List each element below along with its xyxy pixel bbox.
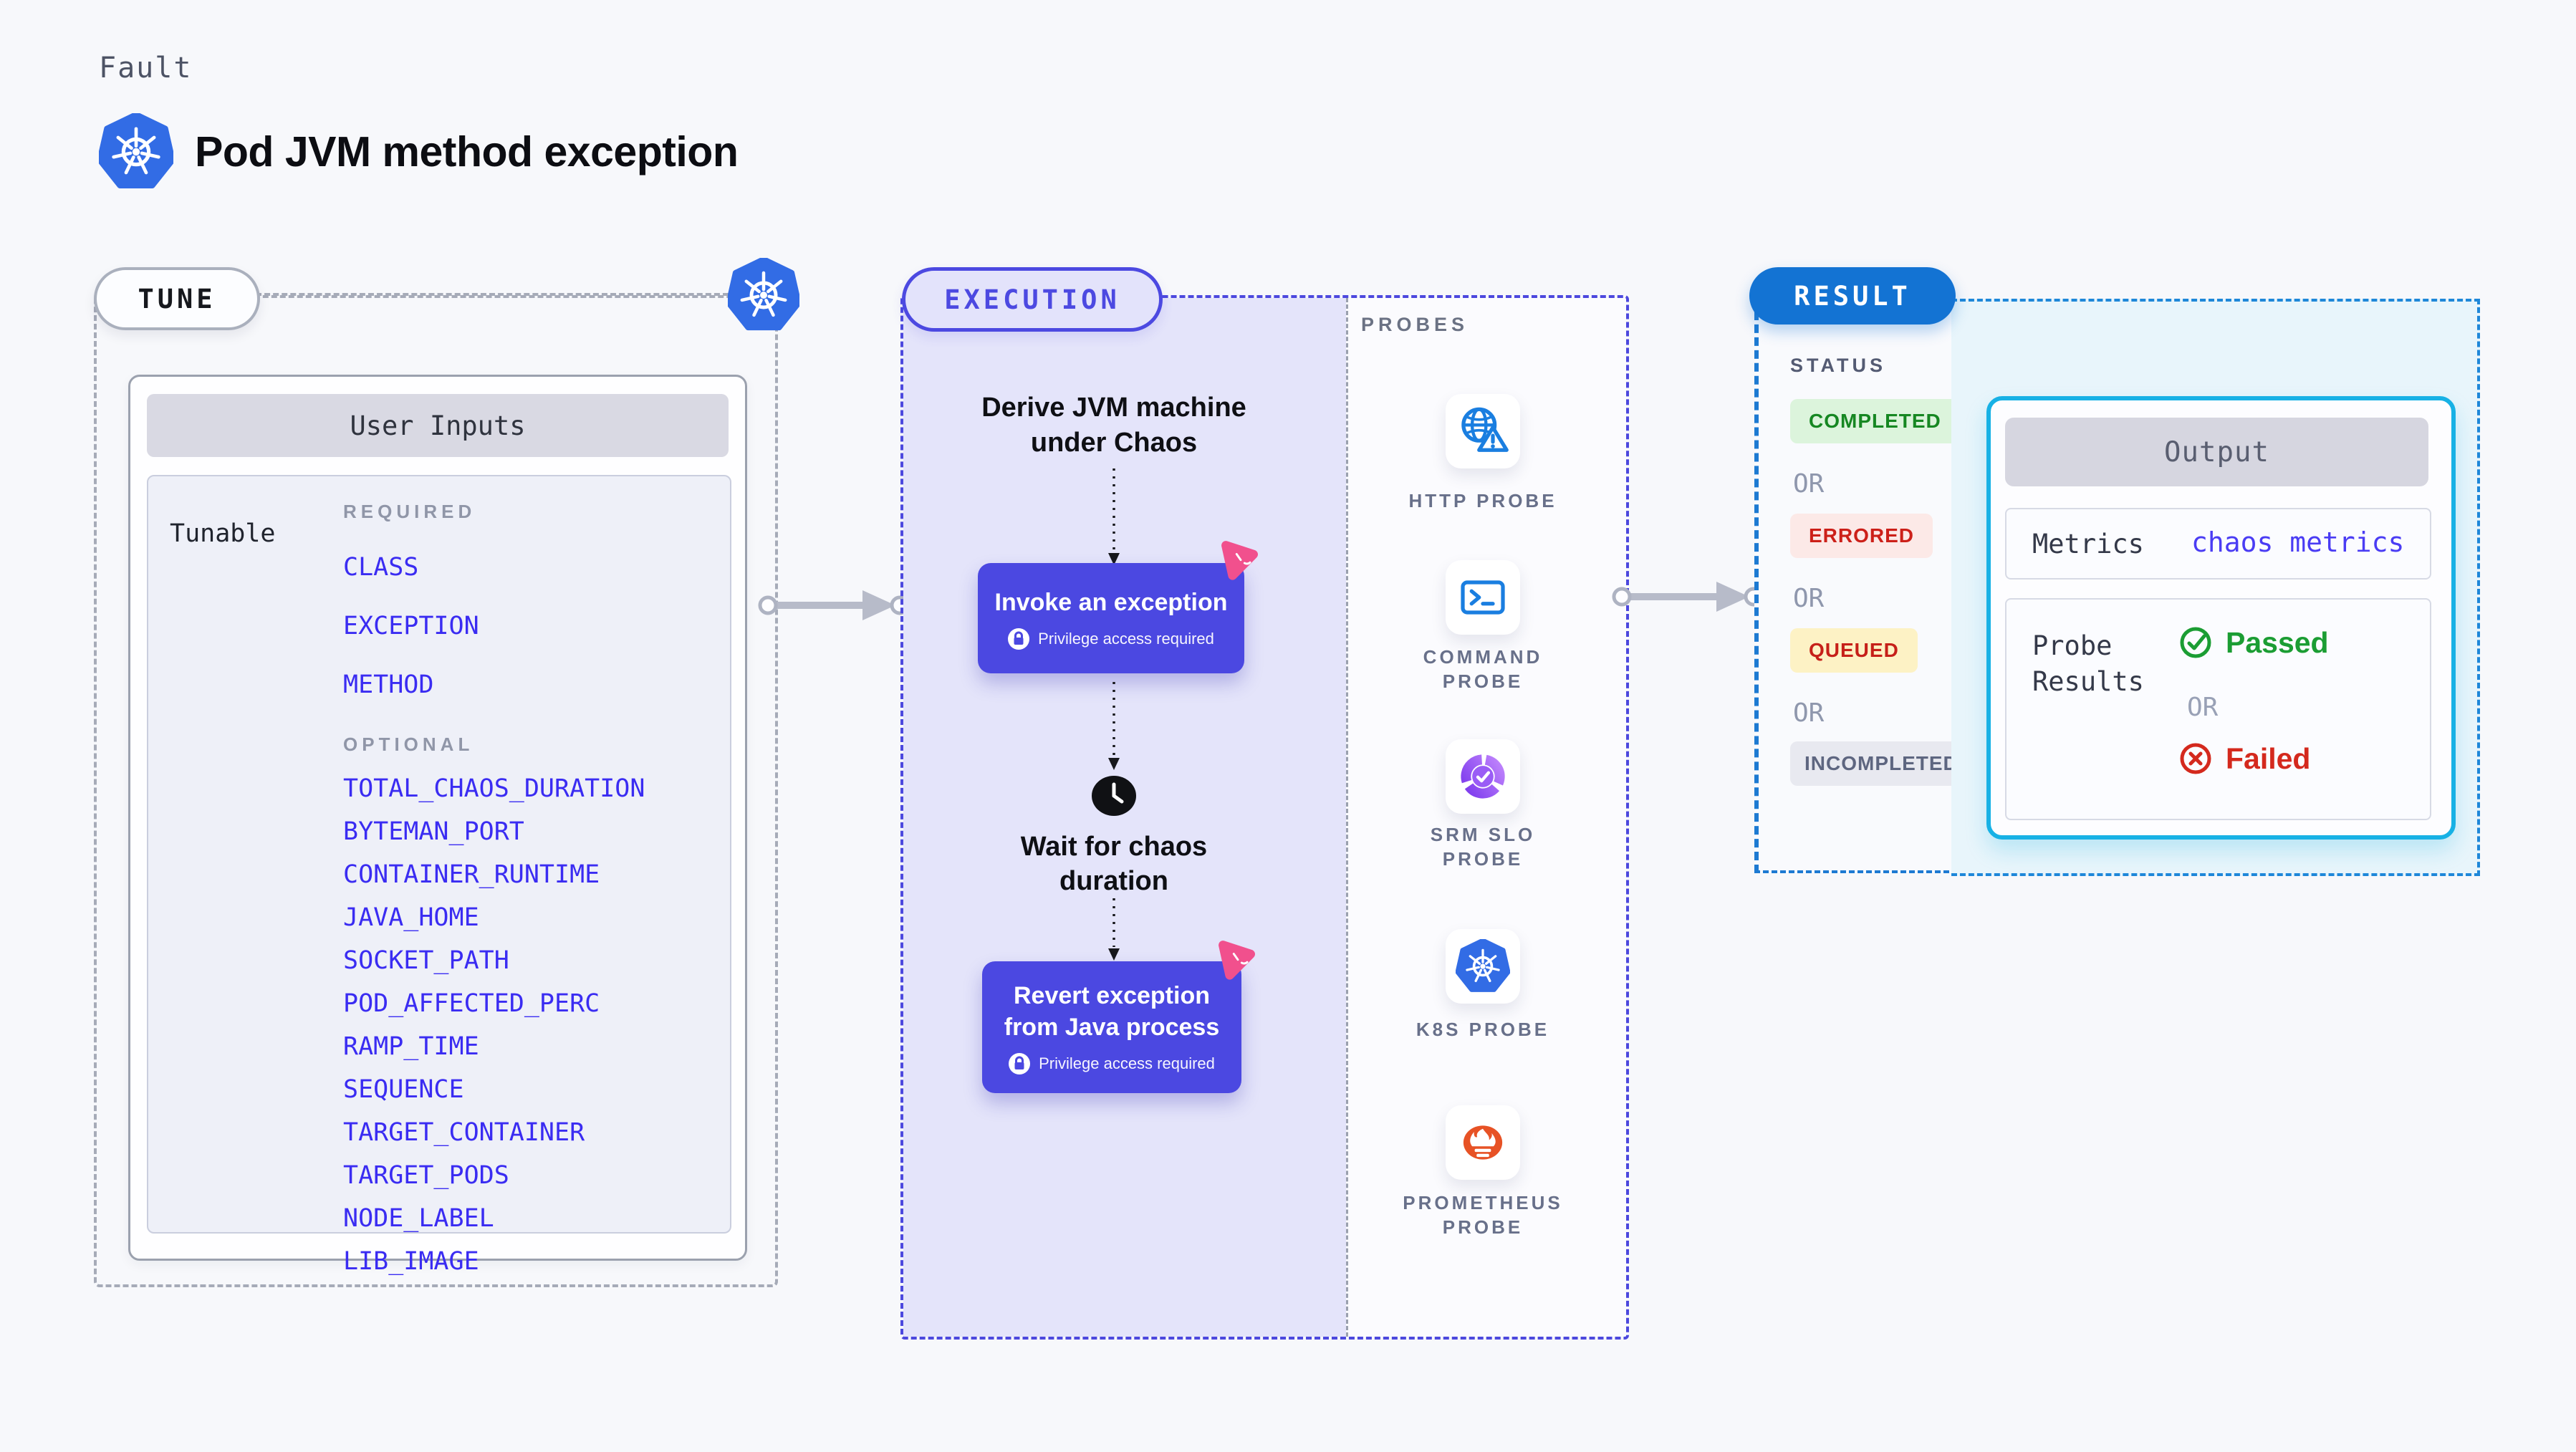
step-title: Revert exception from Java process [1004, 982, 1220, 1041]
input-item: CONTAINER_RUNTIME [343, 860, 600, 889]
result-pill: RESULT [1749, 267, 1956, 324]
globe-warning-icon [1461, 407, 1509, 452]
input-item: METHOD [343, 670, 434, 699]
kubernetes-icon [1456, 939, 1510, 992]
or-separator: OR [1793, 698, 1825, 728]
execution-pill: EXECUTION [902, 267, 1163, 332]
passed-result: Passed [2178, 625, 2329, 660]
input-item: TARGET_PODS [343, 1161, 509, 1190]
tunables-panel: Tunable REQUIRED CLASS EXCEPTION METHOD … [147, 475, 731, 1276]
clock-icon [1092, 776, 1136, 816]
input-item: BYTEMAN_PORT [343, 817, 524, 846]
privilege-note: Privilege access required [1008, 628, 1214, 650]
arrow-down-dotted-icon [1108, 898, 1120, 961]
terminal-icon [1461, 580, 1505, 615]
or-separator: OR [1793, 469, 1825, 499]
fault-eyebrow: Fault [99, 52, 193, 85]
arrow-right-icon [1612, 582, 1764, 612]
optional-inputs-group: TOTAL_CHAOS_DURATION BYTEMAN_PORT CONTAI… [343, 756, 716, 1276]
input-item: TOTAL_CHAOS_DURATION [343, 774, 645, 803]
tune-connector-line [256, 293, 729, 296]
probe-label: COMMAND PROBE [1423, 646, 1543, 692]
probe-label: K8S PROBE [1416, 1019, 1550, 1040]
status-badge-completed: COMPLETED [1790, 399, 1960, 443]
litmus-chaos-icon [1221, 541, 1258, 580]
metrics-value: chaos metrics [2191, 527, 2405, 558]
prometheus-flame-icon [1463, 1125, 1503, 1160]
tunable-label: Tunable [170, 519, 276, 548]
required-label: REQUIRED [343, 501, 476, 522]
probe-tile-k8s [1446, 929, 1520, 1004]
failed-result: Failed [2178, 741, 2310, 776]
privilege-note-text: Privilege access required [1038, 630, 1214, 648]
input-item: NODE_LABEL [343, 1204, 494, 1233]
optional-label: OPTIONAL [343, 734, 474, 755]
metrics-row: Metrics chaos metrics [2005, 508, 2431, 580]
input-item: JAVA_HOME [343, 903, 479, 932]
arrow-right-icon [758, 590, 910, 620]
probe-results-label: Probe Results [2032, 630, 2144, 697]
probe-tile-http [1446, 394, 1520, 468]
probe-results-row: Probe Results Passed OR Failed [2005, 598, 2431, 820]
execution-section-box [900, 295, 1629, 1340]
probe-label: SRM SLO PROBE [1430, 824, 1536, 870]
kubernetes-icon [728, 258, 799, 331]
litmus-chaos-icon [1219, 941, 1255, 980]
lock-icon [1008, 628, 1030, 650]
probe-tile-srm-slo [1446, 739, 1520, 814]
arrow-down-dotted-icon [1108, 682, 1120, 770]
required-inputs-group: REQUIRED CLASS EXCEPTION METHOD OPTIONAL… [343, 501, 716, 1276]
or-separator: OR [2187, 693, 2219, 722]
result-status-box: STATUS COMPLETED OR ERRORED OR QUEUED OR… [1754, 299, 1973, 873]
metrics-label: Metrics [2032, 529, 2144, 559]
probe-tile-prometheus [1446, 1105, 1520, 1180]
output-card: Output Metrics chaos metrics Probe Resul… [1986, 396, 2456, 840]
probe-label: HTTP PROBE [1408, 490, 1557, 511]
privilege-note: Privilege access required [1009, 1053, 1215, 1074]
input-item: TARGET_CONTAINER [343, 1118, 585, 1147]
kubernetes-icon [99, 113, 173, 188]
slo-gauge-icon [1461, 754, 1505, 799]
x-circle-icon [2180, 743, 2211, 774]
status-badge-incompleted: INCOMPLETED [1790, 741, 1973, 786]
input-item: LIB_IMAGE [343, 1247, 479, 1276]
revert-exception-step: Revert exception from Java process Privi… [982, 961, 1241, 1093]
probe-tile-command [1446, 560, 1520, 635]
page-title: Pod JVM method exception [195, 128, 739, 176]
derive-step-text: Derive JVM machine under Chaos [981, 393, 1246, 458]
status-badge-errored: ERRORED [1790, 514, 1933, 558]
passed-label: Passed [2226, 625, 2329, 659]
input-item: CLASS [343, 553, 419, 582]
check-circle-icon [2180, 627, 2211, 658]
tune-section-box [94, 295, 778, 1287]
or-separator: OR [1793, 584, 1825, 613]
user-inputs-card: User Inputs Tunable REQUIRED CLASS EXCEP… [128, 375, 747, 1276]
input-item: RAMP_TIME [343, 1032, 479, 1061]
tune-pill: TUNE [94, 267, 260, 330]
probes-label: PROBES [1361, 314, 1469, 335]
wait-step-text: Wait for chaos duration [1020, 832, 1208, 896]
status-badge-queued: QUEUED [1790, 628, 1918, 673]
privilege-note-text: Privilege access required [1039, 1054, 1215, 1072]
input-item: POD_AFFECTED_PERC [343, 989, 600, 1018]
status-label: STATUS [1790, 355, 1886, 376]
execution-steps-area [903, 298, 1346, 1337]
lock-icon [1009, 1053, 1031, 1074]
input-item: SOCKET_PATH [343, 946, 509, 975]
input-item: SEQUENCE [343, 1075, 464, 1104]
failed-label: Failed [2226, 741, 2311, 775]
output-header: Output [2005, 418, 2428, 486]
probe-label: PROMETHEUS PROBE [1403, 1192, 1563, 1238]
arrow-down-dotted-icon [1108, 468, 1120, 565]
input-item: EXCEPTION [343, 612, 479, 640]
invoke-exception-step: Invoke an exception Privilege access req… [978, 563, 1244, 673]
user-inputs-header: User Inputs [147, 394, 729, 457]
step-title: Invoke an exception [994, 589, 1228, 616]
